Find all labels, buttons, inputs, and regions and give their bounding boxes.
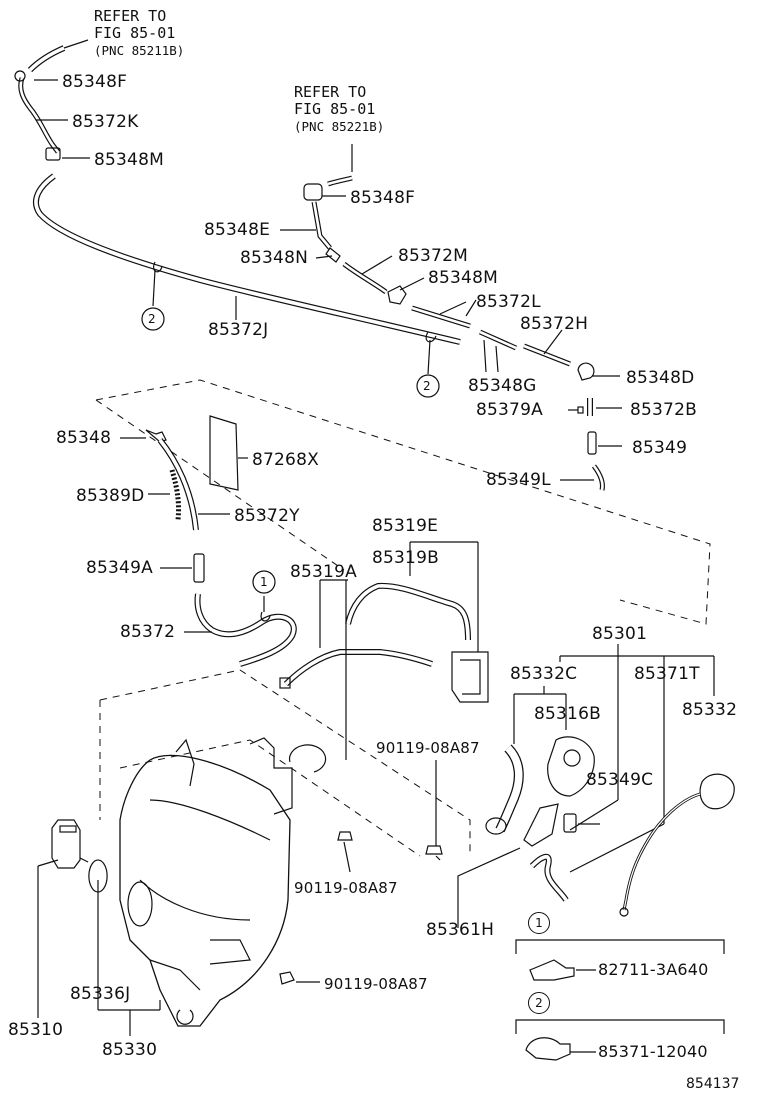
connector-85348F-a (14, 70, 26, 82)
ref-line-2: FIG 85-01 (94, 24, 176, 42)
label-85372K: 85372K (72, 112, 139, 132)
callout-1-a: 1 (260, 575, 268, 589)
ref-line-1: REFER TO (94, 7, 167, 25)
label-85389D: 85389D (76, 486, 145, 506)
label-85349A: 85349A (86, 558, 153, 578)
label-90119-08A87-c: 90119-08A87 (324, 975, 428, 993)
legend-clamp-2 (525, 1037, 571, 1061)
label-85372L: 85372L (476, 292, 541, 312)
ref-line-3: (PNC 85221B) (294, 119, 385, 134)
label-85348F-a: 85348F (62, 72, 128, 92)
connector-85348 (145, 429, 167, 443)
grommet-85336J (88, 859, 108, 893)
label-85361H: 85361H (426, 920, 495, 940)
label-85372Y: 85372Y (234, 506, 300, 526)
pump-85310 (51, 819, 81, 869)
label-87268X: 87268X (252, 450, 319, 470)
connector-85348N (325, 247, 341, 263)
label-85332: 85332 (682, 700, 738, 720)
label-85372J: 85372J (208, 320, 269, 340)
clip-85361H (523, 803, 559, 847)
legend-part-2: 85371-12040 (598, 1042, 708, 1061)
label-85348M-b: 85348M (428, 268, 498, 288)
connector-85349C (563, 813, 577, 833)
tank-85330 (119, 754, 291, 1027)
ref-line-3: (PNC 85211B) (94, 43, 185, 58)
callout-2-a: 2 (148, 312, 156, 326)
label-85371T: 85371T (634, 664, 700, 684)
label-85348D: 85348D (626, 368, 695, 388)
cap-85332 (699, 773, 735, 810)
ref-line-2: FIG 85-01 (294, 100, 376, 118)
reference-note-1: REFER TO FIG 85-01 (PNC 85211B) (94, 8, 184, 59)
dashed-region (95, 379, 711, 625)
label-85330: 85330 (102, 1040, 158, 1060)
label-85372M: 85372M (398, 246, 468, 266)
hose-top-left (18, 77, 60, 154)
connector-85348F-b (303, 183, 323, 201)
legend-number-2: 2 (528, 992, 550, 1014)
bracket-85319E (451, 651, 489, 703)
label-85372: 85372 (120, 622, 176, 642)
connector-85348D (577, 362, 595, 381)
connector-85348M-a (45, 147, 61, 161)
label-85348E: 85348E (204, 220, 271, 240)
label-85319B: 85319B (372, 548, 439, 568)
label-85372B: 85372B (630, 400, 697, 420)
legend-part-1: 82711-3A640 (598, 960, 709, 979)
callout-2-b: 2 (423, 379, 431, 393)
label-85348F-b: 85348F (350, 188, 416, 208)
connector-85348M-b (387, 285, 407, 305)
label-85348G: 85348G (468, 376, 537, 396)
label-85348N: 85348N (240, 248, 308, 268)
reference-note-2: REFER TO FIG 85-01 (PNC 85221B) (294, 84, 384, 135)
label-85332C: 85332C (510, 664, 578, 684)
label-85348: 85348 (56, 428, 112, 448)
legend-clip-1 (529, 959, 575, 981)
cap-85316B (547, 736, 595, 797)
label-85319A: 85319A (290, 562, 357, 582)
label-85379A: 85379A (476, 400, 543, 420)
sheet-87268X (209, 415, 239, 491)
connector-85349A (193, 553, 205, 583)
label-85372H: 85372H (520, 314, 589, 334)
label-85301: 85301 (592, 624, 648, 644)
bolt-90119-c (279, 971, 295, 985)
label-85319E: 85319E (372, 516, 439, 536)
label-85349L: 85349L (486, 470, 551, 490)
connector-85349 (587, 431, 597, 455)
label-85310: 85310 (8, 1020, 64, 1040)
tube-85389D (169, 469, 181, 521)
label-90119-08A87-b: 90119-08A87 (294, 879, 398, 897)
label-85348M-a: 85348M (94, 150, 164, 170)
label-85336J: 85336J (70, 984, 131, 1004)
label-90119-08A87-a: 90119-08A87 (376, 739, 480, 757)
figure-number: 854137 (686, 1076, 740, 1092)
label-85316B: 85316B (534, 704, 601, 724)
bolt-90119-b (337, 831, 353, 841)
label-85349C: 85349C (586, 770, 654, 790)
legend-number-1: 1 (528, 912, 550, 934)
ref-line-1: REFER TO (294, 83, 367, 101)
label-85349: 85349 (632, 438, 688, 458)
